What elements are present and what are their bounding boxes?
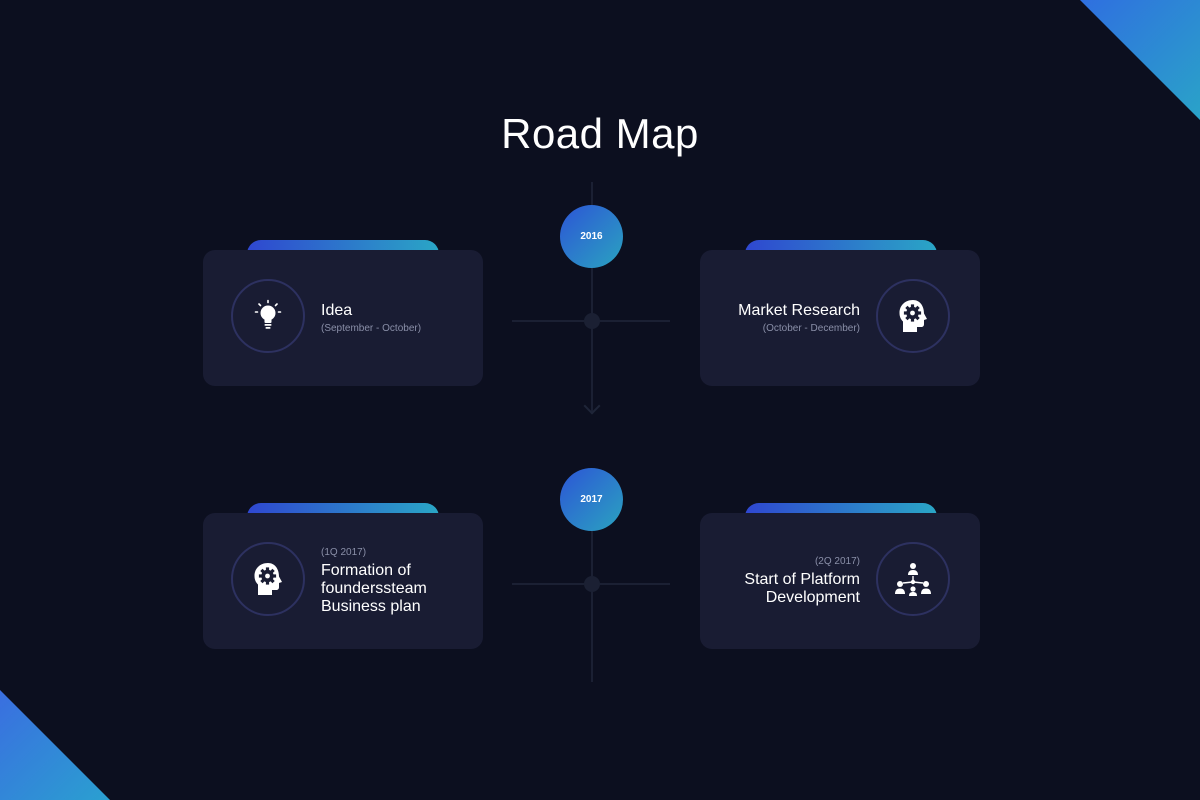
milestone-icon-ring: [876, 542, 950, 616]
milestone-text: Market Research (October - December): [738, 250, 860, 386]
milestone-title-line: Start of Platform: [744, 570, 860, 588]
milestone-title-line: Development: [765, 588, 860, 606]
milestone-period: (2Q 2017): [814, 555, 860, 567]
timeline-vertical-line-1: [591, 182, 593, 412]
timeline-node-2: [584, 576, 600, 592]
milestone-period: (October - December): [762, 323, 860, 334]
milestone-text: Idea (September - October): [321, 250, 421, 386]
corner-decoration-top-right: [1080, 0, 1200, 120]
milestone-period: (September - October): [321, 323, 422, 334]
timeline-node-1: [584, 313, 600, 329]
milestone-title: Market Research: [738, 302, 860, 319]
milestone-card-market-research: Market Research (October - December): [700, 250, 980, 386]
page-title: Road Map: [501, 110, 699, 157]
corner-decoration-bottom-left: [0, 690, 110, 800]
milestone-card-formation: (1Q 2017) Formation of founderssteam Bus…: [203, 513, 483, 649]
team-network-icon: [895, 563, 931, 596]
milestone-title-line: Formation of: [321, 561, 411, 579]
milestone-card-platform: (2Q 2017) Start of Platform Development: [700, 513, 980, 649]
milestone-title-line: founderssteam: [321, 579, 427, 597]
year-badge-2016: 2016: [560, 205, 623, 268]
chevron-down-icon: [583, 397, 601, 415]
milestone-period: (1Q 2017): [321, 546, 367, 558]
head-gear-icon: [254, 563, 282, 595]
milestone-title-line: Business plan: [321, 597, 421, 615]
milestone-card-idea: Idea (September - October): [203, 250, 483, 386]
head-gear-icon: [899, 300, 927, 332]
milestone-text: (2Q 2017) Start of Platform Development: [744, 513, 860, 649]
milestone-text: (1Q 2017) Formation of founderssteam Bus…: [321, 513, 427, 649]
lightbulb-icon: [254, 299, 282, 329]
milestone-title: Idea: [321, 302, 353, 319]
milestone-icon-ring: [231, 542, 305, 616]
milestone-icon-ring: [876, 279, 950, 353]
milestone-icon-ring: [231, 279, 305, 353]
year-badge-2017: 2017: [560, 468, 623, 531]
